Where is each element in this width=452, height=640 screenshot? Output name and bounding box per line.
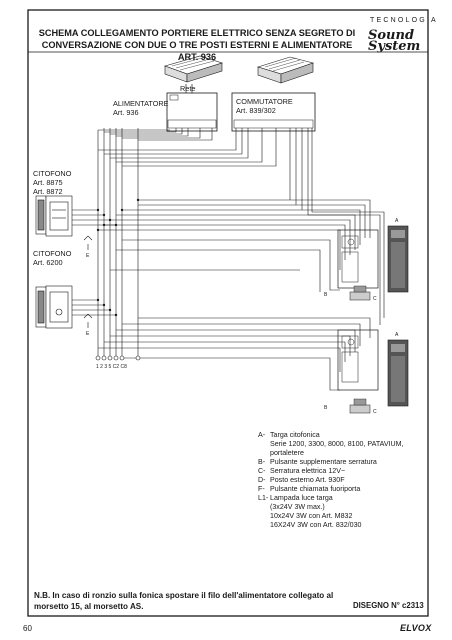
footer-logo: ELVOX [400,623,432,633]
label-commutatore: COMMUTATORE [236,97,293,106]
label-b-1: B [324,292,328,298]
intercom-6200 [35,285,73,329]
button-symbols [83,235,93,328]
label-c-1: C [373,296,377,302]
bottom-terminals [95,355,141,361]
label-rete: Rete [180,84,196,93]
legend-row: D-Posto esterno Art. 930F [258,476,345,485]
commutatore-terminals [233,119,314,129]
note: N.B. In caso di ronzio sulla fonica spos… [34,591,334,611]
switcher-unit [256,56,315,84]
label-citofono-2-art: Art. 6200 [33,258,63,267]
page-frame [27,9,429,617]
legend-row: L1-Lampada luce targa [258,494,333,503]
bus-wires [72,128,385,391]
junction-dots [96,198,140,317]
brand-logo-line1: Sound [368,28,415,43]
label-citofono-1: CITOFONO [33,169,72,178]
terminal-numbers: 1 2 3 5 C2 C8 [96,364,127,370]
brand-logo-line2: System [368,39,421,54]
label-citofono-1-art2: Art. 8872 [33,187,63,196]
brand-logo: Sound System [368,28,421,54]
alimentatore-box [166,92,218,132]
alimentatore-terminals [167,119,217,129]
label-commutatore-art: Art. 839/302 [236,106,276,115]
door-panel-2 [337,329,409,414]
legend-row: B-Pulsante supplementare serratura [258,458,377,467]
label-c-2: C [373,409,377,415]
power-supply-unit [164,55,223,83]
label-alimentatore: ALIMENTATORE [113,99,169,108]
legend-row: 10x24V 3W con Art. M832 [270,512,353,521]
label-b-2: B [324,405,328,411]
legend-row: A-Targa citofonica [258,431,320,439]
drawing-number: DISEGNO N° c2313 [353,601,424,610]
intercom-8875 [35,195,73,237]
brand-tagline: TECNOLOGIA [370,17,438,24]
legend-row: 16X24V 3W con Art. 832/030 [270,521,362,530]
legend-row: Serie 1200, 3300, 8000, 8100, PATAVIUM, … [270,440,404,458]
label-e-2: E [86,331,90,337]
legend: A-Targa citofonica Serie 1200, 3300, 800… [258,431,428,531]
diagram-title: SCHEMA COLLEGAMENTO PORTIERE ELETTRICO S… [38,28,356,62]
label-a-2: A [395,332,399,338]
label-a-1: A [395,218,399,224]
page-number: 60 [23,624,32,633]
label-citofono-1-art1: Art. 8875 [33,178,63,187]
label-e-1: E [86,253,90,259]
label-alimentatore-art: Art. 936 [113,108,139,117]
door-panel-1 [337,225,409,301]
legend-row: F-Pulsante chiamata fuoriporta [258,485,361,494]
legend-row: (3x24V 3W max.) [270,503,325,512]
commutatore-box [231,92,316,132]
label-citofono-2: CITOFONO [33,249,72,258]
legend-row: C-Serratura elettrica 12V~ [258,467,346,476]
